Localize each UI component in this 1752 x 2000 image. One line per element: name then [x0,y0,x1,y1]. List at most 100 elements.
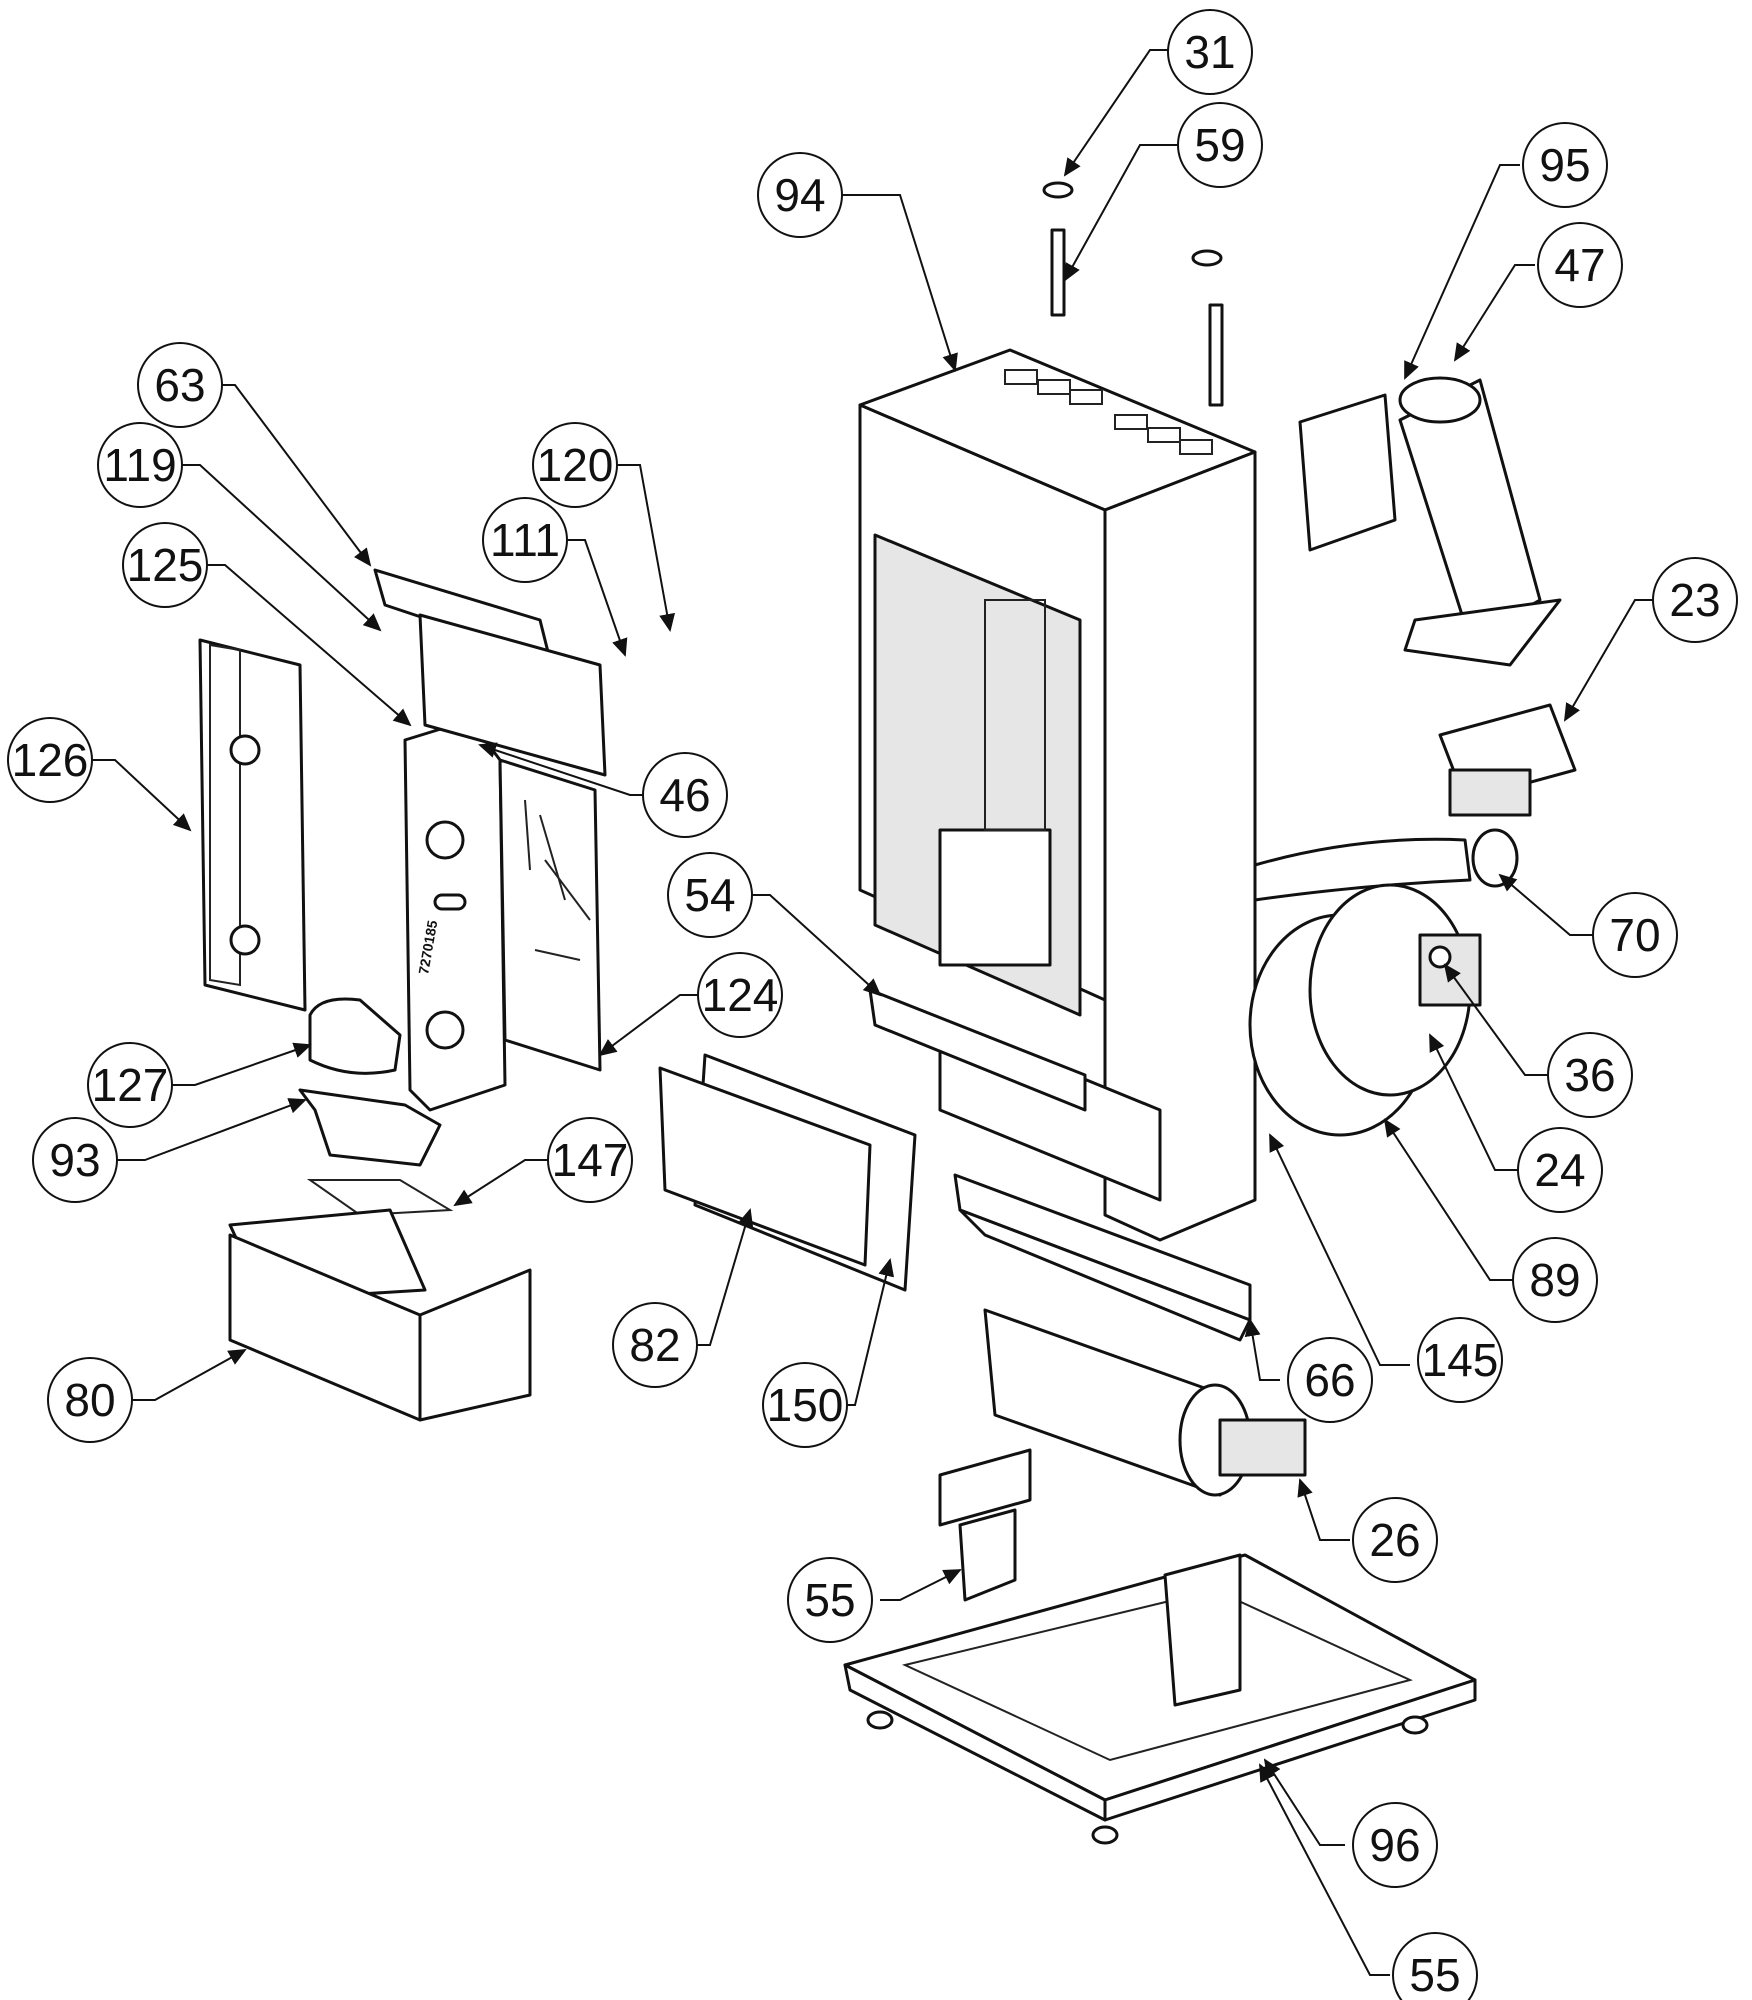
callout-24: 24 [1517,1127,1603,1213]
burner-pot-part [298,997,454,1217]
callout-150: 150 [762,1362,848,1448]
callout-circle [1652,557,1738,643]
callout-70: 70 [1592,892,1678,978]
callout-circle [697,952,783,1038]
callout-circle [122,522,208,608]
callout-label: 124 [702,969,779,1021]
callout-circle [612,1302,698,1388]
callout-label: 82 [629,1319,680,1371]
callout-circle [762,1362,848,1448]
callout-label: 55 [1409,1949,1460,2000]
callout-label: 23 [1669,574,1720,626]
callout-label: 111 [490,514,560,566]
callout-circle [547,1117,633,1203]
callout-label: 150 [767,1379,844,1431]
callout-circle [7,717,93,803]
callout-label: 54 [684,869,735,921]
callout-circle [32,1117,118,1203]
callout-46: 46 [642,752,728,838]
callout-label: 125 [127,539,204,591]
callout-label: 93 [49,1134,100,1186]
callout-circle [667,852,753,938]
callout-82: 82 [612,1302,698,1388]
callout-label: 70 [1609,909,1660,961]
callout-label: 119 [103,439,176,491]
callout-circle [532,422,618,508]
callout-label: 46 [659,769,710,821]
callout-47: 47 [1537,222,1623,308]
callout-93: 93 [32,1117,118,1203]
reflector-plate-part [498,758,602,1072]
callout-label: 59 [1194,119,1245,171]
callout-55: 55 [1392,1932,1478,2000]
ash-tray-part [228,1208,532,1422]
callout-circle [1522,122,1608,208]
callout-31: 31 [1167,9,1253,95]
callout-127: 127 [87,1042,173,1128]
callout-circle [1547,1032,1633,1118]
heat-shield-part [373,568,607,777]
callout-circle [642,752,728,838]
callout-label: 89 [1529,1254,1580,1306]
callout-120: 120 [532,422,618,508]
callout-96: 96 [1352,1802,1438,1888]
side-panel-part [198,638,307,1012]
callout-label: 96 [1369,1819,1420,1871]
callout-95: 95 [1522,122,1608,208]
flue-pipe-part [1298,376,1562,667]
callout-label: 147 [552,1134,629,1186]
callout-119: 119 [97,422,183,508]
callout-55: 55 [787,1557,873,1643]
blower-part [983,1308,1307,1497]
callout-label: 145 [1422,1334,1499,1386]
callout-circle [1352,1802,1438,1888]
bracket-part [938,1448,1032,1602]
burner-panel-part: 7270185 [403,718,507,1112]
callout-label: 36 [1564,1049,1615,1101]
callout-label: 55 [804,1574,855,1626]
callout-label: 26 [1369,1514,1420,1566]
callout-circle [1417,1317,1503,1403]
callout-label: 24 [1534,1144,1585,1196]
callout-label: 120 [537,439,614,491]
pressure-switch-part [1438,703,1577,817]
callout-23: 23 [1652,557,1738,643]
callout-36: 36 [1547,1032,1633,1118]
callout-circle [1517,1127,1603,1213]
front-rail-part [868,988,1087,1112]
callout-label: 126 [12,734,89,786]
callout-circle [1177,102,1263,188]
base-frame-part [843,1553,1477,1845]
callout-label: 66 [1304,1354,1355,1406]
callout-80: 80 [47,1357,133,1443]
callout-circle [1287,1337,1373,1423]
main-housing-part [858,348,1257,1242]
callout-circle [1592,892,1678,978]
callout-label: 94 [774,169,825,221]
callout-circle [47,1357,133,1443]
callout-circle [1512,1237,1598,1323]
callout-label: 31 [1184,26,1235,78]
callout-label: 127 [92,1059,169,1111]
exhaust-fan-part [1248,828,1519,1137]
callout-63: 63 [137,342,223,428]
callout-147: 147 [547,1117,633,1203]
pin-part [1042,181,1224,407]
callout-circle [97,422,183,508]
callout-circle [482,497,568,583]
callout-label: 80 [64,1374,115,1426]
callout-66: 66 [1287,1337,1373,1423]
callout-circle [1537,222,1623,308]
callout-circle [1167,9,1253,95]
callout-126: 126 [7,717,93,803]
callout-label: 47 [1554,239,1605,291]
callout-89: 89 [1512,1237,1598,1323]
callout-94: 94 [757,152,843,238]
callout-circle [757,152,843,238]
callout-circle [1352,1497,1438,1583]
callout-label: 63 [154,359,205,411]
callout-111: 111 [482,497,568,583]
callout-circle [787,1557,873,1643]
callout-145: 145 [1417,1317,1503,1403]
